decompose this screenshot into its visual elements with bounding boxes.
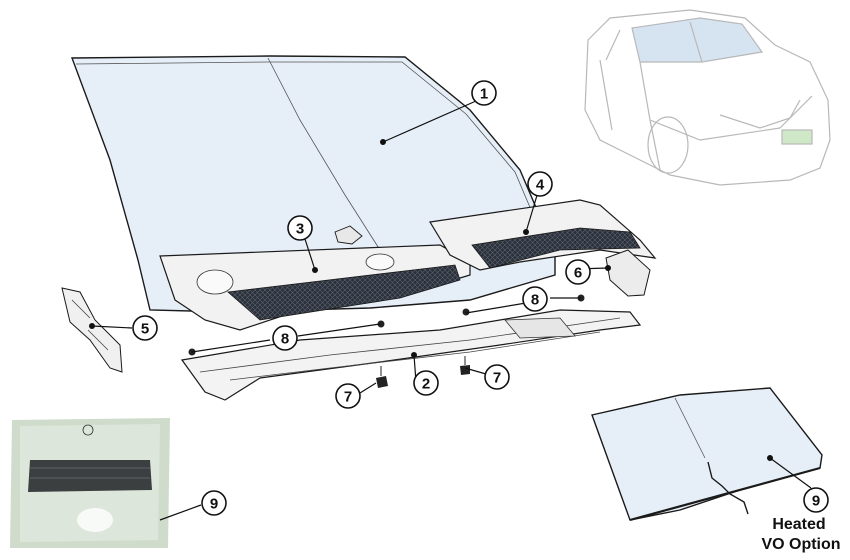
side-bracket-left [61,287,123,373]
cowl-grille-left [159,225,471,331]
svg-text:9: 9 [210,496,218,513]
callout-5: 5 [132,315,158,341]
svg-text:7: 7 [493,370,501,387]
svg-text:1: 1 [480,86,488,103]
callout-7-right: 7 [484,364,510,390]
reference-car-illustration [584,9,831,186]
heated-windscreen [591,387,823,522]
vo-option-label: VO Option [761,536,840,553]
svg-text:2: 2 [422,376,430,393]
fastener-7-right [460,356,470,375]
svg-text:4: 4 [536,177,545,194]
callout-8-right: 8 [522,286,548,312]
callout-1: 1 [471,80,497,106]
callout-6: 6 [565,259,591,285]
heated-label: Heated [772,516,825,533]
svg-text:8: 8 [531,292,539,309]
svg-text:3: 3 [296,221,304,238]
callout-4: 4 [527,171,553,197]
callout-3: 3 [287,215,313,241]
svg-text:8: 8 [281,331,289,348]
svg-text:6: 6 [574,265,582,282]
side-cap-right [605,249,651,297]
leader-dots [89,139,773,461]
svg-text:7: 7 [344,389,352,406]
svg-text:5: 5 [141,321,149,338]
package-photo [10,418,170,548]
callout-9-heated: 9 [803,487,829,513]
callout-2: 2 [413,370,439,396]
fastener-7-left [376,366,388,388]
leader-lines [91,100,812,521]
callout-8-left: 8 [272,325,298,351]
cowl-grille-right [429,199,657,271]
callout-9-package: 9 [201,490,227,516]
callout-7-left: 7 [335,383,361,409]
svg-text:9: 9 [812,493,820,510]
